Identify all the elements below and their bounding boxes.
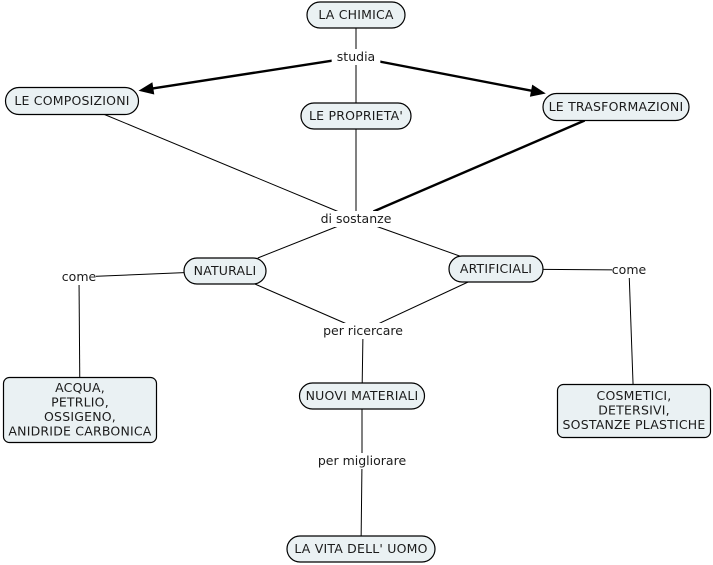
edge-studia-trasformazioni [378, 60, 546, 97]
node-chimica[interactable]: LA CHIMICA [306, 1, 406, 29]
edge-trasformazioni-di-sostanze [372, 119, 586, 213]
node-label: LA VITA DELL' UOMO [294, 541, 427, 556]
node-shape [183, 257, 267, 285]
node-shape [298, 382, 426, 410]
node-shape [286, 535, 436, 563]
node-shape [306, 1, 406, 29]
link-label-text: di sostanze [321, 211, 392, 226]
node-nuovimateriali[interactable]: NUOVI MATERIALI [298, 382, 426, 410]
link-label-backdrop [313, 211, 399, 227]
edge-per-migliorare-vita [360, 468, 363, 537]
node-shape [542, 92, 690, 122]
edge-studia-composizioni [138, 59, 334, 95]
link-label-per-ricercare: per ricercare [312, 323, 414, 339]
edge-artificiali-come [542, 268, 615, 271]
node-trasformazioni[interactable]: LE TRASFORMAZIONI [542, 92, 690, 122]
node-vitauomo[interactable]: LA VITA DELL' UOMO [286, 535, 436, 563]
edge-come-naturali-esempi [78, 284, 81, 378]
box-line: ANIDRIDE CARBONICA [8, 423, 151, 438]
edge-artificiali-per-ricercare [378, 281, 469, 324]
node-label: LE TRASFORMAZIONI [549, 99, 684, 114]
node-composizioni[interactable]: LE COMPOSIZIONI [4, 86, 140, 116]
box-line: SOSTANZE PLASTICHE [563, 417, 706, 432]
link-label-text: per ricercare [323, 323, 403, 338]
link-label-studia: studia [331, 49, 381, 65]
box-shape [2, 376, 158, 444]
box-line: COSMETICI, [597, 388, 672, 403]
node-label: LE PROPRIETA' [309, 108, 403, 123]
arrowhead [138, 82, 155, 95]
box-line: OSSIGENO, [44, 409, 116, 424]
box-line: PETRLIO, [51, 394, 109, 409]
edge-di-sostanze-naturali [257, 226, 338, 259]
link-label-text: come [62, 269, 97, 284]
node-shape [300, 102, 412, 130]
edge-come-artificiali-esempi [628, 277, 634, 385]
link-label-come-right: come [612, 262, 647, 278]
link-label-backdrop [331, 49, 381, 65]
link-label-backdrop [62, 269, 96, 285]
link-label-text: per migliorare [318, 453, 407, 468]
edge-per-ricercare-nuovi [361, 338, 364, 384]
node-label: NATURALI [194, 263, 257, 278]
box-line: DETERSIVI, [598, 403, 670, 418]
node-label: ARTIFICIALI [460, 261, 532, 276]
edge-composizioni-di-sostanze [104, 114, 339, 212]
arrowhead [529, 84, 546, 97]
link-label-di-sostanze: di sostanze [313, 211, 399, 227]
link-labels-layer: studia di sostanze come come per ricercare pe… [62, 49, 647, 469]
node-label: LE COMPOSIZIONI [14, 93, 129, 108]
node-label: NUOVI MATERIALI [306, 388, 419, 403]
node-naturali[interactable]: NATURALI [183, 257, 267, 285]
link-label-text: studia [337, 49, 375, 64]
box-shape [556, 383, 712, 439]
box-artificiali-esempi[interactable]: COSMETICI,DETERSIVI,SOSTANZE PLASTICHE [556, 383, 712, 439]
box-naturali-esempi[interactable]: ACQUA,PETRLIO,OSSIGENO,ANIDRIDE CARBONIC… [2, 376, 158, 444]
link-label-backdrop [612, 262, 646, 278]
link-label-text: come [612, 262, 647, 277]
edge-naturali-come [93, 272, 185, 277]
edge-naturali-per-ricercare [254, 283, 346, 324]
node-proprieta[interactable]: LE PROPRIETA' [300, 102, 412, 130]
node-shape [4, 86, 140, 116]
link-label-come-left: come [62, 269, 97, 285]
edge-di-sostanze-artificiali [376, 226, 460, 257]
node-label: LA CHIMICA [318, 7, 394, 22]
link-label-per-migliorare: per migliorare [307, 453, 417, 469]
edges-layer [78, 28, 634, 537]
link-label-backdrop [307, 453, 417, 469]
box-line: ACQUA, [55, 380, 105, 395]
link-label-backdrop [312, 323, 414, 339]
node-shape [448, 255, 544, 283]
node-artificiali[interactable]: ARTIFICIALI [448, 255, 544, 283]
